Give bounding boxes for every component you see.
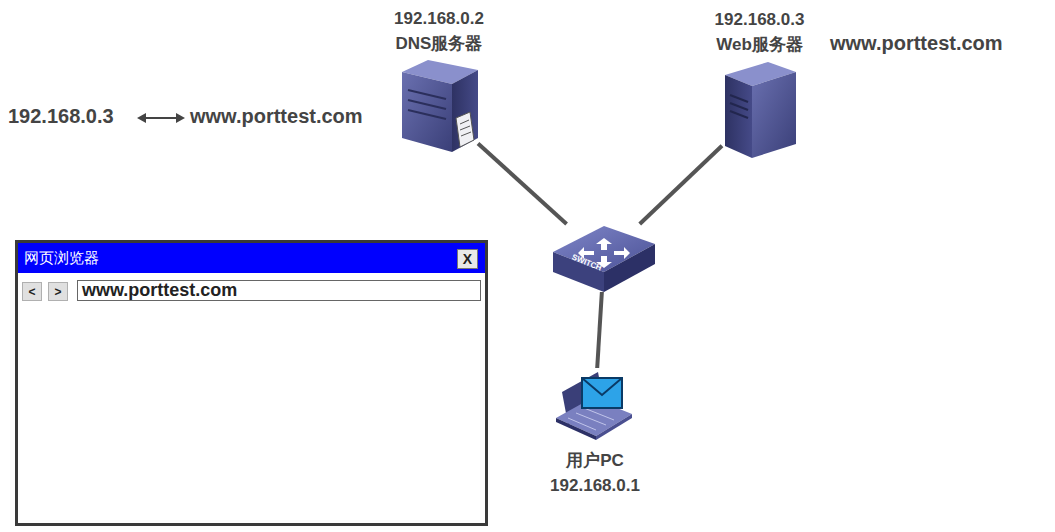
ip-address: 192.168.0.1 [550,473,640,498]
ip-address: 192.168.0.2 [394,6,484,31]
device-name: DNS服务器 [394,31,484,56]
address-bar: www.porttest.com [77,280,481,301]
web-server: 192.168.0.3Web服务器 [722,60,797,160]
device-caption: 192.168.0.3Web服务器 [715,7,805,57]
domain-name: www.porttest.com [830,32,1003,55]
ip-address: 192.168.0.3 [715,7,805,32]
domain-name: www.porttest.com [190,105,363,128]
window-title: 网页浏览器 [24,249,99,268]
dns-server-icon [402,60,478,152]
ip-address: 192.168.0.3 [8,105,114,128]
close-button: X [457,249,478,269]
url-text: www.porttest.com [82,280,237,301]
device-caption: 192.168.0.2DNS服务器 [394,6,484,56]
back-button: < [22,282,42,301]
switch-icon [553,226,655,292]
network-link [597,292,602,368]
button-symbol: > [54,285,61,299]
double-arrow [137,113,185,123]
device-caption: 用户PC192.168.0.1 [550,448,640,498]
device-name: 用户PC [550,448,640,473]
laptop-icon [556,372,632,440]
button-symbol: < [28,285,35,299]
web-server-icon [725,62,796,158]
dns-server: 192.168.0.2DNS服务器 [400,58,478,158]
switch-label: SWITCH [570,252,603,272]
button-symbol: X [463,251,472,267]
switch: SWITCH [553,224,655,292]
forward-button: > [48,282,68,301]
browser-window: 网页浏览器 X < > www.porttest.com [15,240,488,526]
network-link [640,146,722,224]
device-name: Web服务器 [715,32,805,57]
user-pc: 用户PC192.168.0.1 [555,368,635,438]
network-link [478,143,567,224]
